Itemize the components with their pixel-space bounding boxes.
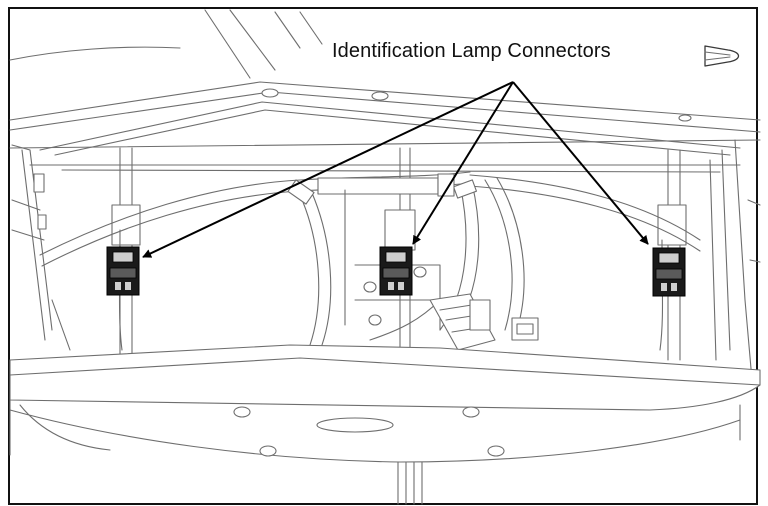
roof-bolt xyxy=(678,114,692,122)
panel-bolt xyxy=(487,445,505,457)
right-pillar xyxy=(709,139,761,381)
callout-arrows xyxy=(142,81,649,258)
arrow-to-right-connector xyxy=(512,81,649,245)
callout-label: Identification Lamp Connectors xyxy=(330,40,613,63)
panel-bolt xyxy=(233,406,251,418)
left-pillar xyxy=(11,144,71,351)
aux-connector-group xyxy=(429,293,539,351)
arrow-to-center-connector xyxy=(412,81,514,245)
label-pointer-symbol xyxy=(704,45,740,67)
panel-bolt xyxy=(259,445,277,457)
roof-bolt xyxy=(371,91,389,101)
uprights xyxy=(111,147,687,361)
connector-right xyxy=(652,247,686,297)
panel-bolt xyxy=(462,406,480,418)
roof-bolt xyxy=(261,88,279,98)
figure-frame xyxy=(8,7,758,505)
panel-slot xyxy=(316,417,394,433)
upper-structure xyxy=(9,9,761,173)
connector-center xyxy=(379,246,413,296)
wiring-harness xyxy=(39,171,701,351)
connector-left xyxy=(106,246,140,296)
lower-panel xyxy=(9,344,761,505)
arrow-to-left-connector xyxy=(142,81,514,258)
